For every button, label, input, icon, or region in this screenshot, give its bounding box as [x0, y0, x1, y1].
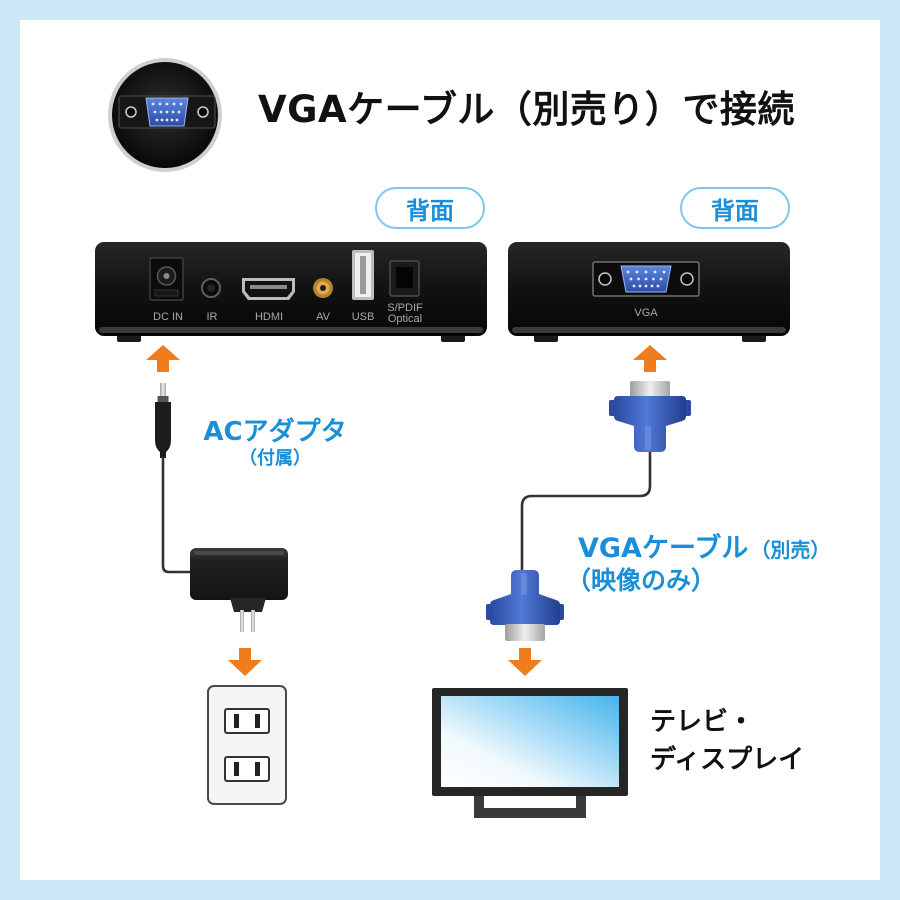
screw-icon [680, 272, 694, 286]
vga-pin [177, 110, 181, 114]
vga-pin [637, 277, 640, 281]
source-device-rear: DC IN IR HDMI AV USB S/PDIF Optical [95, 242, 487, 342]
rear-badge-left: 背面 [375, 187, 485, 229]
ac-adapter-icon [190, 548, 288, 632]
vga-pin [632, 284, 636, 288]
vga-pin [652, 277, 655, 281]
vga-cable-label-main: VGAケーブル [578, 533, 749, 564]
port-label-spdif: S/PDIF [387, 302, 423, 314]
dc-in-port [149, 257, 184, 301]
wall-outlet-icon [207, 685, 287, 805]
dc-cable [161, 457, 194, 574]
vga-port-badge [108, 58, 222, 172]
usb-port [352, 250, 374, 300]
optical-port [389, 260, 420, 297]
plug-prong [251, 610, 255, 632]
vga-pin [644, 277, 648, 281]
vga-pin [165, 118, 169, 122]
vga-pin [165, 102, 169, 106]
outlet-socket [224, 756, 270, 782]
arrow-down-icon [508, 648, 542, 676]
device-rim [512, 327, 786, 333]
vga-pin [158, 102, 162, 106]
vga-pin [653, 270, 657, 274]
screw-icon [598, 272, 612, 286]
vga-pin [175, 118, 179, 122]
vga-pin [659, 277, 663, 281]
vga-pin [165, 110, 169, 114]
vga-connector-bottom-icon [486, 570, 564, 641]
vga-pin [644, 284, 648, 288]
port-label-ir: IR [207, 311, 218, 323]
vga-cable-label: VGAケーブル （別売） [578, 532, 830, 567]
vga-cable-sub-label: （映像のみ） [566, 566, 717, 595]
vga-pin [171, 110, 175, 114]
tv-label-line1: テレビ・ [650, 707, 755, 737]
hdmi-port [242, 278, 295, 300]
ac-adapter-label: ACアダプタ [203, 417, 347, 447]
vga-pins [626, 270, 666, 288]
display-rear: VGA [508, 242, 790, 342]
plug-prong [240, 610, 244, 632]
vga-port [592, 261, 700, 297]
device-rim [99, 327, 483, 333]
dc-plug-icon [155, 383, 171, 458]
screw-icon [125, 106, 137, 118]
port-label-vga: VGA [634, 307, 658, 319]
vga-pin [656, 284, 660, 288]
tv-stand [474, 796, 586, 818]
vga-cable [520, 452, 652, 572]
port-label-av: AV [316, 311, 331, 323]
vga-pin [155, 118, 159, 122]
arrow-up-icon [633, 345, 667, 372]
vga-pin [153, 110, 157, 114]
ir-port [201, 278, 221, 298]
vga-pin [629, 277, 633, 281]
vga-pin [626, 270, 630, 274]
vga-cable-label-note: （別売） [750, 538, 831, 562]
vga-pin [644, 270, 648, 274]
vga-pin [159, 110, 163, 114]
port-label-dc-in: DC IN [153, 311, 183, 323]
screw-icon [197, 106, 209, 118]
arrow-down-icon [228, 648, 262, 676]
port-label-usb: USB [352, 311, 375, 323]
vga-pins [151, 102, 183, 122]
vga-connector-top-icon [609, 381, 691, 452]
rear-badge-right: 背面 [680, 187, 790, 229]
tv-label-line2: ディスプレイ [650, 745, 805, 775]
vga-pin [638, 284, 642, 288]
vga-pin [662, 270, 666, 274]
vga-pin [635, 270, 639, 274]
ac-adapter-note: （付属） [239, 448, 311, 469]
page-title: VGAケーブル（別売り）で接続 [258, 88, 795, 131]
vga-pin [151, 102, 155, 106]
vga-pin [170, 118, 174, 122]
av-port [313, 278, 333, 298]
vga-pin [172, 102, 176, 106]
vga-port-icon [118, 95, 216, 129]
arrow-up-icon [146, 345, 180, 372]
vga-pin [179, 102, 183, 106]
port-label-optical: Optical [388, 313, 422, 325]
vga-pin [160, 118, 164, 122]
vga-pin [650, 284, 654, 288]
outlet-socket [224, 708, 270, 734]
tv-icon [432, 688, 628, 818]
tv-screen [441, 696, 619, 787]
port-label-hdmi: HDMI [255, 311, 283, 323]
